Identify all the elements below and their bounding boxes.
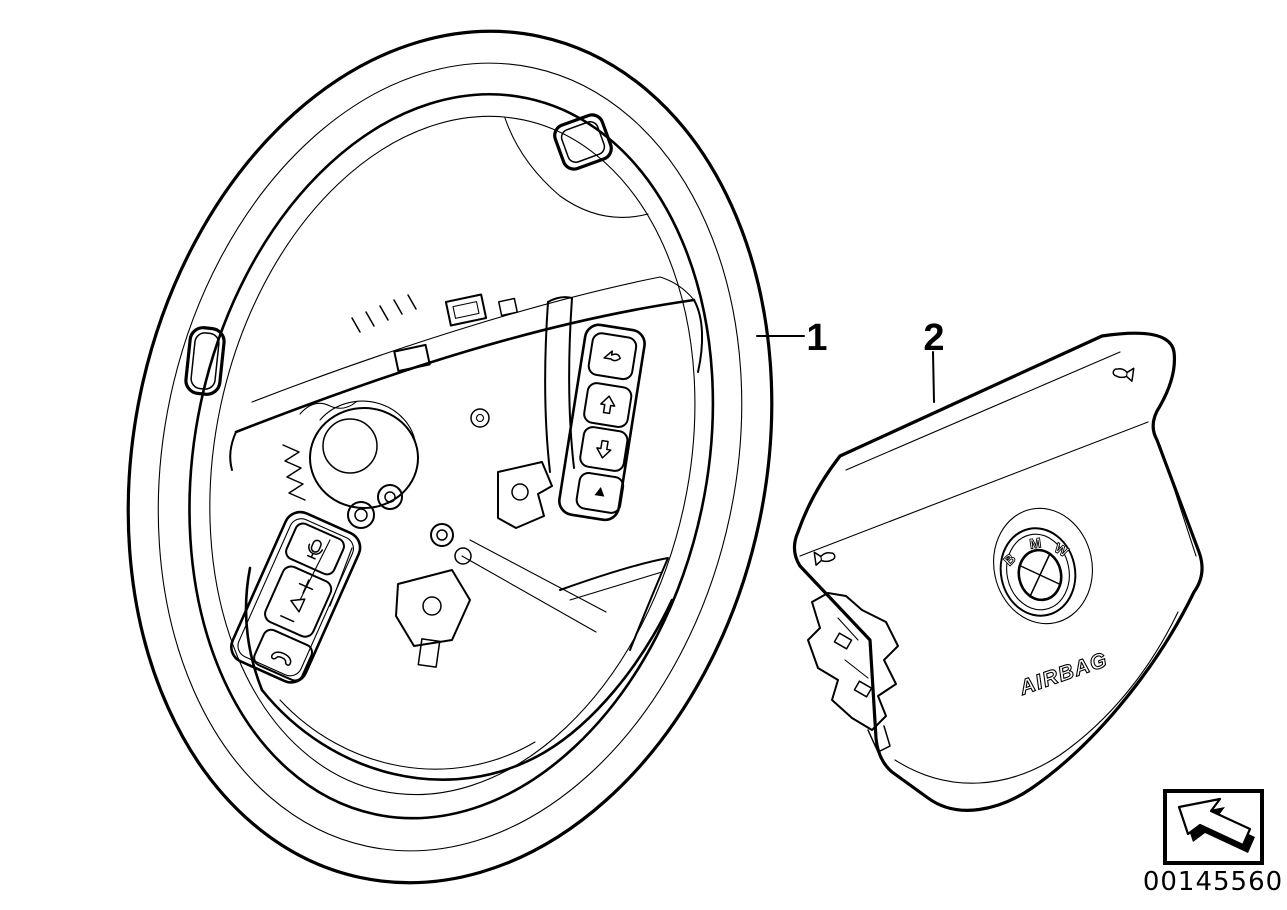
- microphone-icon: [306, 539, 323, 560]
- right-cluster-bottom-button: [575, 471, 625, 514]
- wheel-vent-hole-left: [184, 326, 226, 396]
- scroll-up-button: [583, 382, 633, 428]
- wheel-left-button-cluster: [230, 510, 362, 684]
- wheel-hub: [282, 293, 607, 668]
- right-cluster-top-button: [587, 332, 638, 381]
- wheel-vent-hole-top: [553, 113, 613, 171]
- callout-2-label[interactable]: 2: [923, 317, 944, 359]
- callout-1-label[interactable]: 1: [806, 317, 827, 359]
- callout-1[interactable]: 1: [756, 317, 828, 359]
- voice-control-button: [285, 522, 345, 576]
- steering-wheel-illustration: [126, 29, 774, 885]
- arrow-small-icon: [594, 486, 605, 497]
- callout-2[interactable]: 2: [923, 317, 945, 403]
- bmw-roundel-letter: M: [1028, 534, 1042, 551]
- wheel-rim: [126, 29, 774, 885]
- wheel-right-button-cluster: [558, 323, 646, 522]
- page-turn-thumbnail[interactable]: [1163, 789, 1264, 865]
- volume-rocker-button: [264, 565, 333, 638]
- arrow-down-icon: [596, 439, 612, 459]
- airbag-connector-bracket: [807, 592, 899, 753]
- arrow-up-icon: [600, 395, 616, 415]
- page-turn-arrow-icon: [1177, 797, 1255, 853]
- airbag-module-illustration: B M W AIRBAG: [792, 331, 1204, 812]
- minus-icon: [280, 615, 295, 623]
- phone-icon: [270, 651, 292, 666]
- scroll-down-button: [579, 426, 629, 472]
- callout-2-leader-line: [932, 351, 935, 403]
- part-number: 00145560: [1143, 867, 1283, 897]
- speaker-icon: [290, 598, 306, 613]
- plus-icon: [298, 579, 314, 594]
- trumpet-icon: [603, 350, 621, 362]
- phone-button: [253, 628, 313, 682]
